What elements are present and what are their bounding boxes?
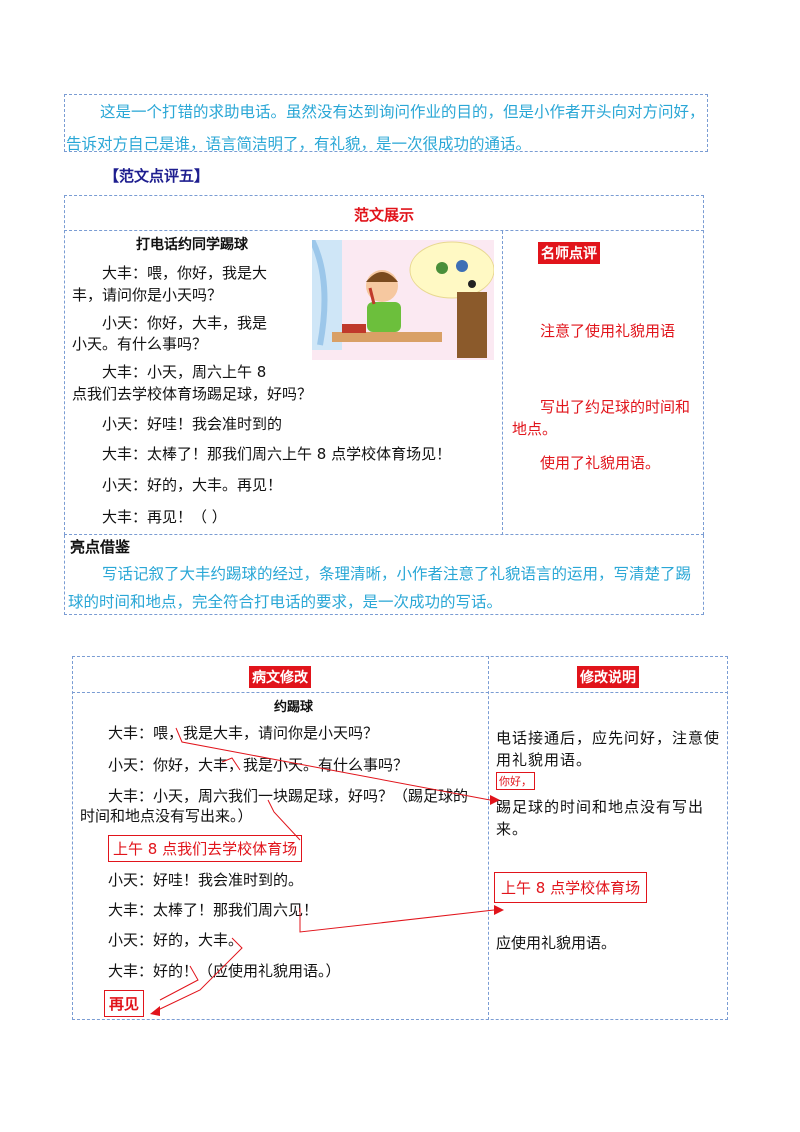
sample-line: 点我们去学校体育场踢足球，好吗？ — [72, 385, 313, 403]
revision-line: 小天：好哇！我会准时到的。 — [108, 871, 304, 889]
revision-left-header-label: 病文修改 — [249, 666, 311, 688]
sample-table — [64, 195, 704, 535]
comment-2: 写出了约足球的时间和地点。 — [512, 398, 691, 438]
revision-note-3: 应使用礼貌用语。 — [496, 934, 617, 952]
revision-header-line — [72, 692, 728, 693]
sample-line: 小天：你好，大丰，我是 — [102, 314, 268, 332]
section-label: 【范文点评五】 — [104, 167, 210, 185]
sample-line: 小天：好哇！我会准时到的 — [102, 415, 283, 433]
intro-text: 这是一个打错的求助电话。虽然没有达到询问作业的目的，但是小作者开头向对方问好，告… — [66, 103, 705, 153]
revision-note-insert-small: 你好， — [496, 772, 535, 790]
comment-1: 注意了使用礼貌用语 — [540, 322, 676, 340]
revision-note-2: 踢足球的时间和地点没有写出来。 — [496, 798, 705, 838]
sample-line: 大丰：喂，你好，我是大 — [102, 264, 268, 282]
sample-line: 大丰：再见！（ ） — [102, 508, 227, 526]
sample-line: 丰，请问你是小天吗？ — [72, 286, 223, 304]
revision-divider — [488, 656, 489, 1020]
sample-title: 打电话约同学踢球 — [136, 237, 248, 253]
revision-line: 大丰：小天，周六我们一块踢足球，好吗？（踢足球的 — [108, 787, 469, 805]
sample-line: 大丰：小天，周六上午 8 — [102, 363, 267, 381]
revision-line: 大丰：太棒了！那我们周六见！ — [108, 901, 319, 919]
revision-line: 大丰：喂，我是大丰，请问你是小天吗？ — [108, 724, 379, 742]
revision-line: 小天：你好，大丰，我是小天。有什么事吗？ — [108, 756, 409, 774]
revision-note-1: 电话接通后，应先问好，注意使用礼貌用语。 — [496, 729, 721, 769]
revision-right-header-label: 修改说明 — [577, 666, 639, 688]
sample-header: 范文展示 — [353, 206, 414, 224]
revision-title: 约踢球 — [274, 700, 314, 715]
boy-phone-illustration — [309, 238, 495, 360]
comment-tag: 名师点评 — [538, 242, 600, 264]
highlight-box — [64, 535, 704, 615]
revision-table — [72, 656, 728, 1020]
revision-line: 大丰：好的！（应使用礼貌用语。） — [108, 962, 341, 980]
revision-line: 小天：好的，大丰。 — [108, 931, 244, 949]
revision-right-header: 修改说明 — [488, 666, 728, 688]
highlight-text: 写话记叙了大丰约踢球的经过，条理清晰，小作者注意了礼貌语言的运用，写清楚了踢球的… — [68, 565, 692, 611]
revision-insert-1: 上午 8 点我们去学校体育场 — [108, 835, 303, 862]
comment-tag-label: 名师点评 — [538, 242, 600, 264]
sample-header-row — [64, 195, 704, 231]
revision-left-header: 病文修改 — [72, 666, 488, 688]
sample-line: 小天：好的，大丰。再见！ — [102, 476, 283, 494]
intro-box — [64, 94, 708, 152]
comment-3: 使用了礼貌用语。 — [540, 454, 661, 472]
revision-note-insert-2: 上午 8 点学校体育场 — [494, 872, 648, 903]
revision-line: 时间和地点没有写出来。） — [80, 807, 253, 825]
highlight-title: 亮点借鉴 — [70, 538, 131, 556]
sample-divider — [502, 231, 503, 535]
sample-line: 大丰：太棒了！那我们周六上午 8 点学校体育场见！ — [102, 445, 452, 463]
sample-line: 小天。有什么事吗？ — [72, 335, 208, 353]
revision-insert-2: 再见 — [104, 990, 145, 1017]
